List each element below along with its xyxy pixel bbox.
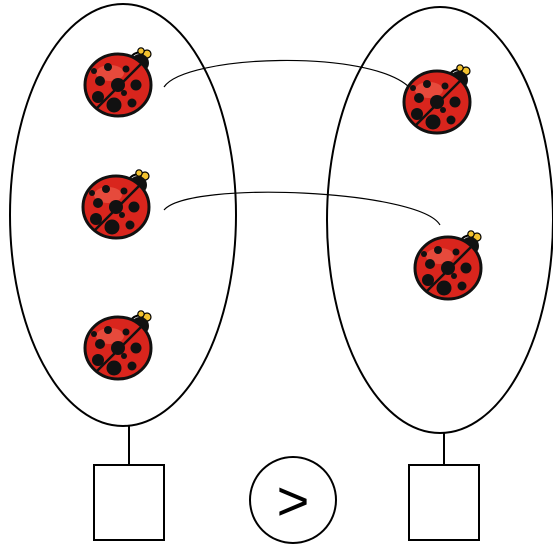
left-answer-box[interactable] [93, 464, 165, 541]
comparison-circle[interactable] [249, 456, 337, 544]
matching-line-2 [163, 191, 441, 226]
ladybug-icon [81, 168, 151, 240]
ladybug-icon [413, 229, 483, 301]
comparison-symbol: > [277, 469, 310, 532]
ladybug-icon [402, 63, 472, 135]
left-group-oval [9, 3, 237, 427]
ladybug-icon [83, 46, 153, 118]
matching-line-1 [163, 59, 411, 89]
right-group-oval [326, 6, 553, 434]
ladybug-icon [83, 309, 153, 381]
right-answer-box[interactable] [408, 464, 480, 541]
